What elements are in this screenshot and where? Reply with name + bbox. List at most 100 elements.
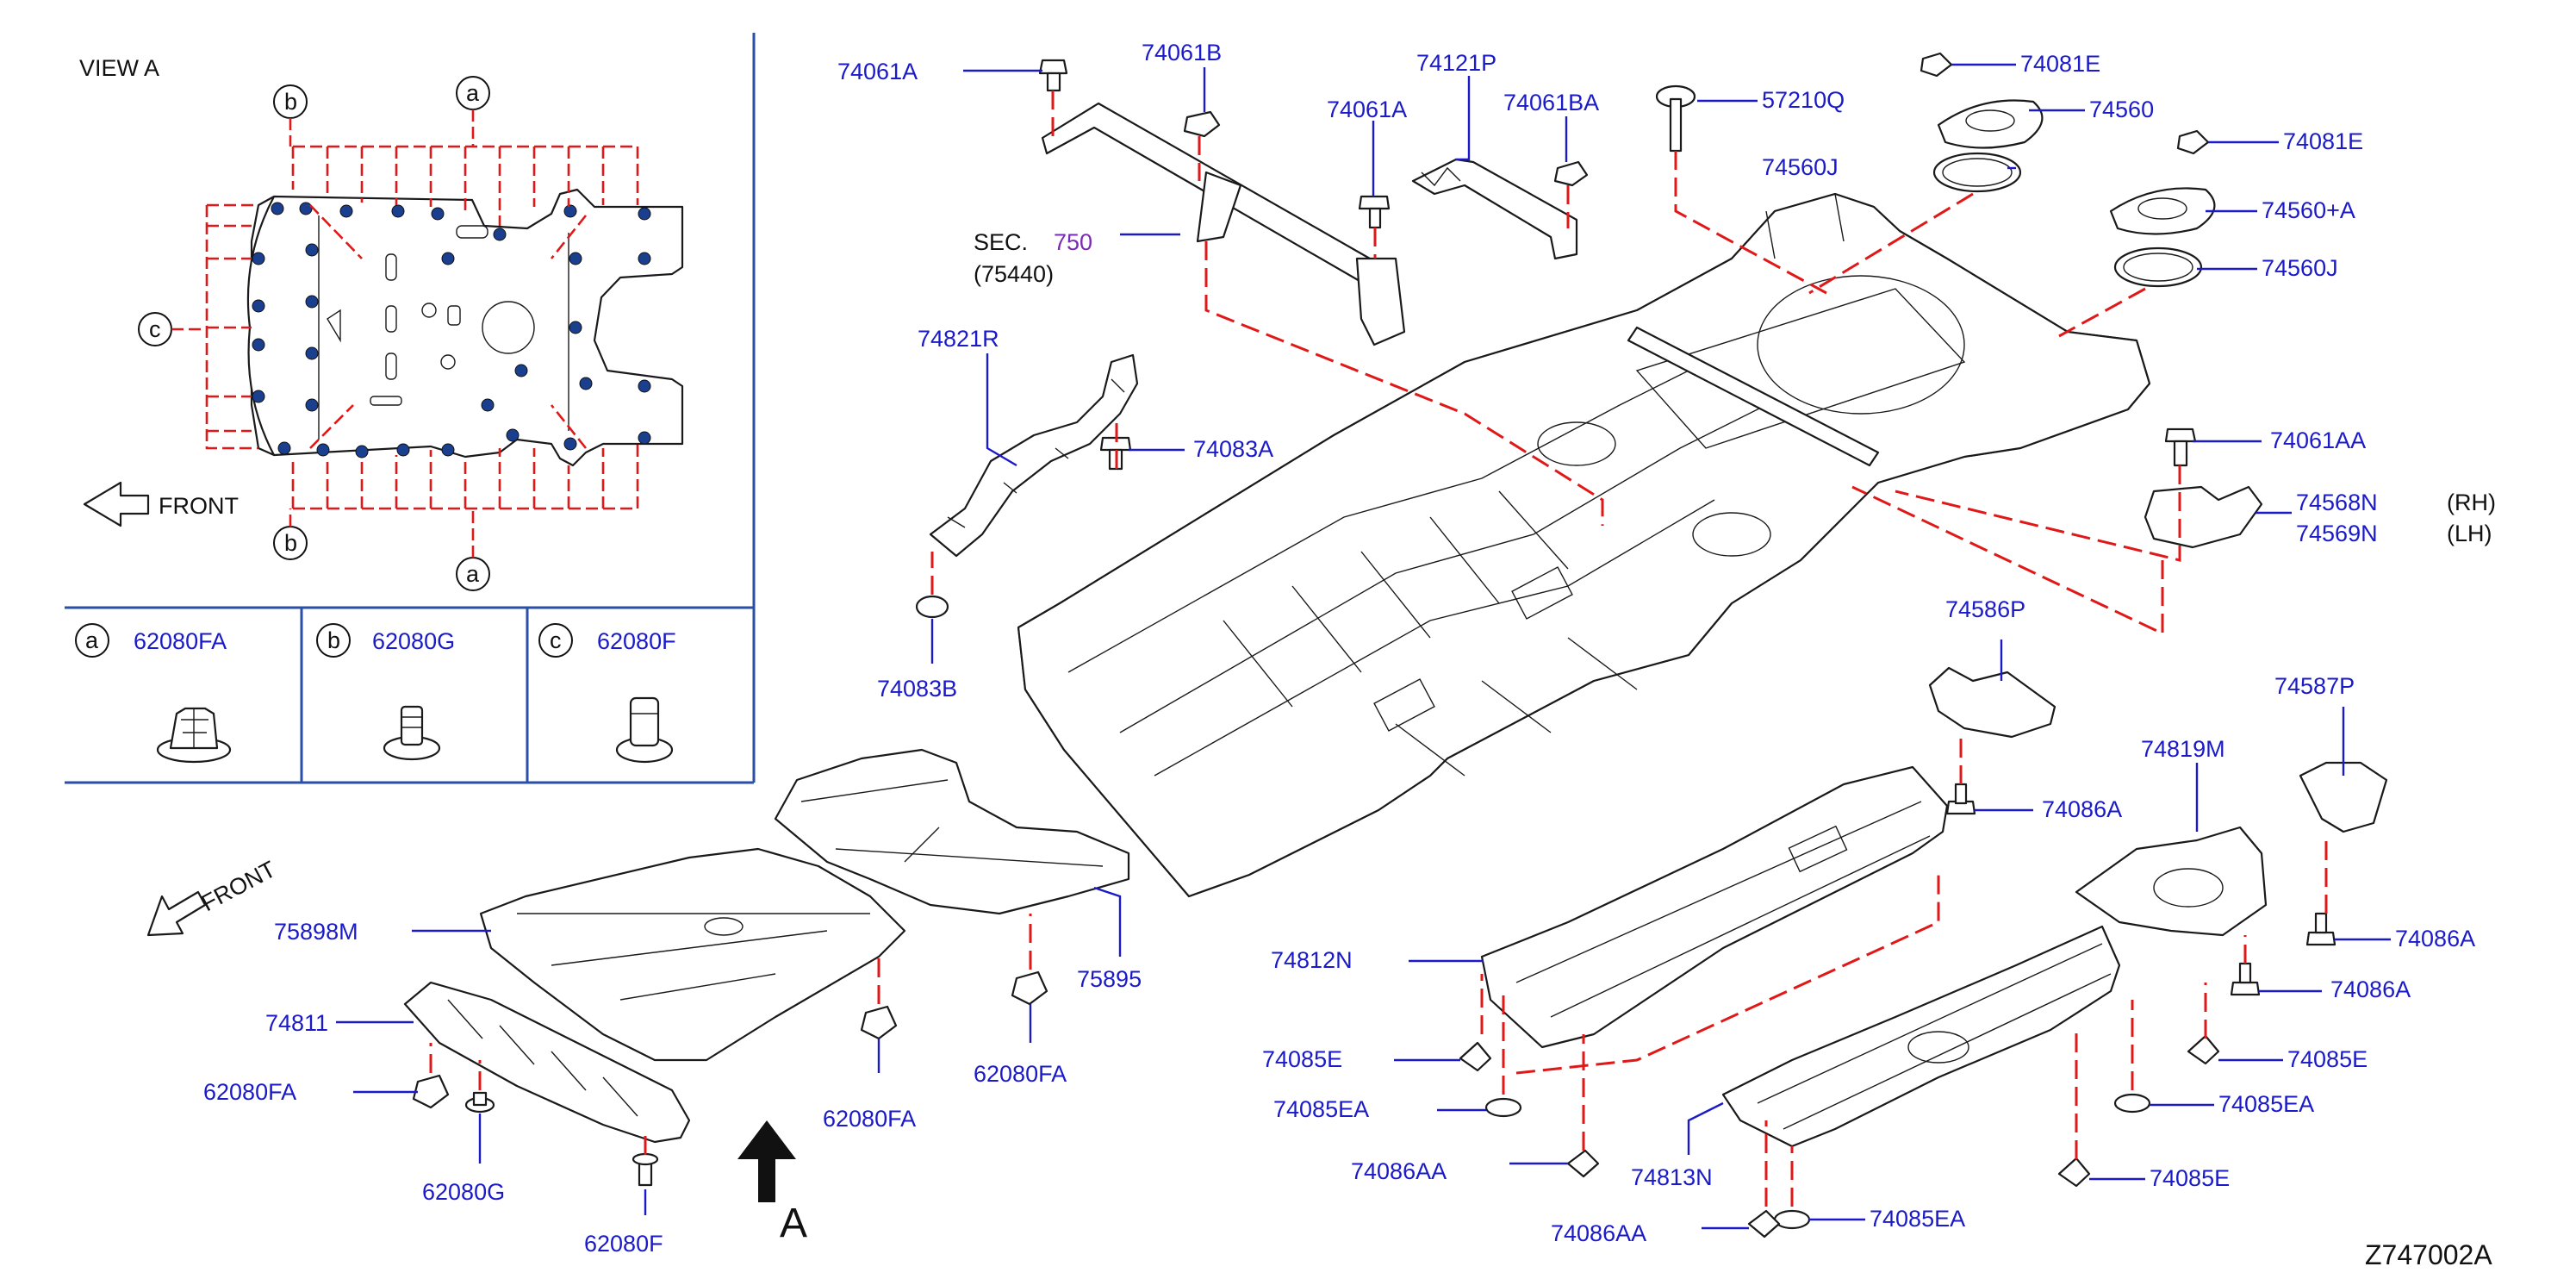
callout-74081e-1: 74081E (2020, 51, 2100, 77)
callout-74083a: 74083A (1193, 436, 1273, 462)
callout-74560j-1: 74560J (1762, 154, 1839, 180)
callout-74560a: 74560+A (2262, 197, 2355, 223)
clip-62080g-icon-2 (464, 1091, 495, 1114)
sec-label: SEC. (974, 229, 1028, 255)
callout-74081e-2: 74081E (2283, 128, 2363, 154)
strut-mount-74560 (1937, 99, 2044, 149)
side-rh: (RH) (2447, 490, 2496, 515)
clip-74086aa-2-icon (1747, 1209, 1781, 1238)
sec-number: 750 (1054, 229, 1092, 255)
svg-text:62080F: 62080F (597, 628, 676, 654)
callout-74085e-2: 74085E (2287, 1046, 2368, 1072)
seal-74560j-1 (1932, 152, 2022, 193)
fastener-legend: a 62080FA b 62080G c 62080F (75, 623, 676, 764)
callout-62080f: 62080F (584, 1231, 663, 1257)
clip-74081e-1-icon (1920, 52, 1953, 78)
clip-74085e-1-icon (1459, 1041, 1492, 1072)
svg-text:a: a (85, 627, 99, 653)
callout-74560: 74560 (2089, 97, 2154, 122)
bracket-74568n (2144, 485, 2263, 549)
callouts: 74061A 74061B 74121P 74061A 74061BA 5721… (203, 40, 2496, 1257)
svg-text:c: c (550, 627, 562, 653)
callout-74086a-1: 74086A (2042, 796, 2122, 822)
clip-62080f-icon-2 (632, 1152, 659, 1187)
callout-74061aa: 74061AA (2270, 427, 2366, 453)
bolt-74061aa-icon (2164, 427, 2197, 467)
nut-74061b-icon (1183, 110, 1221, 138)
callout-62080g: 62080G (422, 1179, 505, 1205)
clip-74085ea-2-icon (2113, 1093, 2151, 1114)
callout-74086aa-1: 74086AA (1351, 1158, 1447, 1184)
view-a-marker-b-bottom: b (273, 508, 308, 560)
clip-62080fa-a-icon (860, 1005, 898, 1040)
callout-74821r: 74821R (918, 326, 999, 352)
clip-74085ea-3-icon (1773, 1209, 1811, 1230)
clip-62080g-icon (383, 705, 441, 761)
legend-item-c: c 62080F (538, 623, 676, 764)
nut-74061ba-icon (1553, 160, 1589, 187)
view-a-marker-b-top: b (273, 84, 308, 147)
undercover-74812n (1480, 765, 1949, 1049)
fastener-icons (412, 52, 2336, 1238)
callout-75898m: 75898M (274, 919, 358, 945)
strut-mount-74560a (2109, 187, 2216, 235)
undercover-74813n (1721, 925, 2121, 1148)
drawing-code: Z747002A (2365, 1239, 2492, 1270)
callout-74568n: 74568N (2296, 490, 2378, 515)
section-reference: SEC. 750 (75440) (974, 229, 1092, 287)
svg-text:62080G: 62080G (372, 628, 455, 654)
undercover-75895 (774, 748, 1130, 915)
callout-62080fa-1: 62080FA (203, 1079, 296, 1105)
undercover-75898m (479, 847, 906, 1062)
clip-62080fa-icon (156, 707, 232, 764)
svg-text:a: a (466, 80, 480, 106)
svg-text:62080FA: 62080FA (134, 628, 227, 654)
bracket-74587p (2299, 761, 2388, 833)
callout-74086a-3: 74086A (2395, 926, 2475, 951)
bolt-74061a-icon (1038, 59, 1068, 92)
legend-item-b: b 62080G (316, 623, 455, 761)
callout-74813n: 74813N (1631, 1164, 1713, 1190)
callout-74061a-2: 74061A (1327, 97, 1407, 122)
callout-74085ea-2: 74085EA (2218, 1091, 2314, 1117)
cover-74819m (2075, 826, 2268, 937)
assembly-leaders (429, 90, 2328, 1207)
callout-74086aa-2: 74086AA (1551, 1220, 1646, 1246)
view-a-marker-a-top: a (456, 76, 490, 147)
undercover-74811 (403, 981, 691, 1144)
svg-text:FRONT: FRONT (159, 493, 239, 519)
callout-74083b: 74083B (877, 676, 957, 702)
callout-74085e-3: 74085E (2150, 1165, 2230, 1191)
side-lh: (LH) (2447, 521, 2492, 546)
clip-74085e-3-icon (2057, 1157, 2091, 1188)
callout-74061b: 74061B (1142, 40, 1222, 66)
bracket-74121p (1411, 158, 1578, 260)
callout-leaders (336, 63, 2391, 1230)
callout-74085ea-3: 74085EA (1870, 1206, 1965, 1232)
view-a-undercover-outline (250, 188, 684, 467)
callout-74560j-2: 74560J (2262, 255, 2338, 281)
bolt-74086a-1-icon (1945, 783, 1976, 815)
svg-text:b: b (284, 89, 297, 115)
view-a-arrow: A (737, 1120, 807, 1246)
front-label: FRONT (197, 856, 280, 916)
front-arrow: FRONT (146, 856, 280, 937)
view-a-marker-c: c (138, 312, 207, 346)
bolt-74086a-3-icon (2305, 912, 2336, 946)
bolt-74086a-2-icon (2230, 962, 2261, 996)
svg-text:a: a (466, 561, 480, 587)
callout-74061a-1: 74061A (837, 59, 918, 84)
svg-text:b: b (284, 530, 297, 556)
callout-74086a-2: 74086A (2330, 976, 2411, 1002)
clip-74086aa-1-icon (1566, 1149, 1600, 1178)
clip-74085ea-1-icon (1484, 1097, 1522, 1118)
view-a-title: VIEW A (79, 55, 159, 81)
svg-text:b: b (327, 627, 340, 653)
svg-text:c: c (149, 316, 161, 342)
callout-74085e-1: 74085E (1262, 1046, 1342, 1072)
view-a-fasteners (252, 202, 651, 459)
view-a-leaders (205, 145, 639, 510)
clip-74085e-2-icon (2187, 1034, 2220, 1065)
view-a-marker-a-bottom: a (456, 508, 490, 591)
